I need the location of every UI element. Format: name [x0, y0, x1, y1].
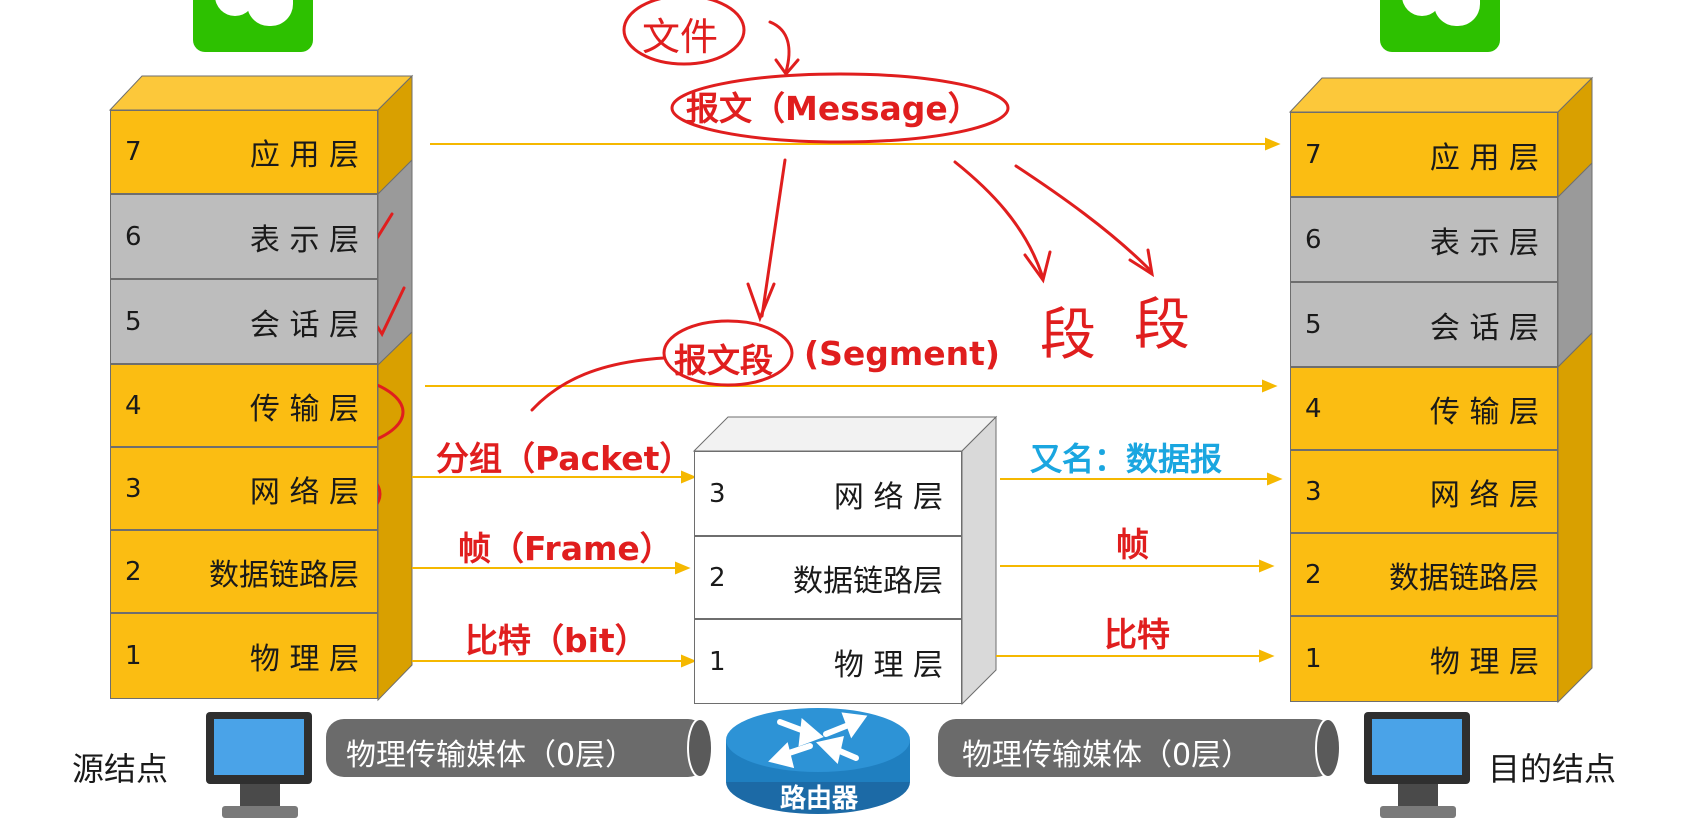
- layer-number: 2: [125, 556, 142, 587]
- layer-number: 7: [125, 137, 142, 167]
- layer-number: 3: [1305, 476, 1322, 507]
- destination-layer-1: 1 物 理 层: [1290, 616, 1558, 702]
- layer-number: 2: [1305, 559, 1322, 590]
- message-label: 报文（Message）: [686, 89, 981, 128]
- layer-name: 网 络 层: [1429, 477, 1539, 513]
- layer-number: 4: [1305, 393, 1322, 424]
- source-layer-2: 2 数据链路层: [110, 530, 378, 613]
- layer-number: 4: [125, 390, 142, 421]
- handwritten-segment-note-2: 段: [1134, 293, 1190, 358]
- layer-number: 1: [125, 641, 142, 671]
- layer-name: 传 输 层: [1429, 394, 1539, 430]
- physical-media-right-label: 物理传输媒体（0层）: [962, 738, 1252, 773]
- frame-label-right: 帧: [1116, 525, 1149, 564]
- router-layer-1: 1 物 理 层: [694, 619, 962, 704]
- packet-label: 分组（Packet）: [436, 439, 693, 478]
- source-layer-5: 5 会 话 层: [110, 279, 378, 364]
- layer-number: 6: [1305, 224, 1322, 255]
- layer-number: 1: [1305, 644, 1322, 674]
- destination-layer-6: 6 表 示 层: [1290, 197, 1558, 282]
- frame-label: 帧（Frame）: [458, 529, 673, 568]
- router-layer-3: 3 网 络 层: [694, 451, 962, 536]
- destination-node-label: 目的结点: [1488, 750, 1617, 788]
- destination-layer-5: 5 会 话 层: [1290, 282, 1558, 367]
- layer-name: 数据链路层: [209, 557, 359, 593]
- bit-label-right: 比特: [1104, 615, 1170, 654]
- wechat-logo-left: [193, 0, 313, 52]
- layer-number: 6: [125, 221, 142, 252]
- layer-name: 数据链路层: [1389, 560, 1539, 596]
- bit-label: 比特（bit）: [465, 621, 648, 660]
- destination-layer-7: 7 应 用 层: [1290, 112, 1558, 197]
- source-node-label: 源结点: [72, 750, 169, 788]
- layer-name: 网 络 层: [249, 474, 359, 510]
- layer-name: 表 示 层: [249, 222, 359, 258]
- layer-name: 物 理 层: [249, 642, 359, 677]
- handwritten-file-note: 文件: [642, 15, 719, 59]
- layer-number: 1: [709, 646, 726, 677]
- layer-number: 3: [709, 478, 726, 509]
- layer-name: 数据链路层: [793, 563, 943, 599]
- layer-name: 应 用 层: [249, 138, 359, 173]
- layer-name: 会 话 层: [1429, 310, 1539, 346]
- layer-name: 会 话 层: [249, 307, 359, 343]
- source-layer-6: 6 表 示 层: [110, 194, 378, 279]
- layer-name: 物 理 层: [1429, 645, 1539, 680]
- router-label: 路由器: [780, 784, 859, 814]
- layer-number: 5: [125, 306, 142, 337]
- destination-layer-4: 4 传 输 层: [1290, 367, 1558, 450]
- datagram-alias-label: 又名：数据报: [1030, 440, 1223, 478]
- segment-label-bold: 报文段: [674, 341, 773, 380]
- layer-number: 7: [1305, 139, 1322, 170]
- source-layer-1: 1 物 理 层: [110, 613, 378, 699]
- layer-number: 3: [125, 473, 142, 504]
- layer-number: 2: [709, 562, 726, 593]
- layer-name: 应 用 层: [1429, 140, 1539, 176]
- destination-layer-2: 2 数据链路层: [1290, 533, 1558, 616]
- layer-number: 5: [1305, 309, 1322, 340]
- source-layer-7: 7 应 用 层: [110, 110, 378, 194]
- layer-name: 物 理 层: [833, 647, 943, 683]
- layer-name: 传 输 层: [249, 391, 359, 427]
- physical-media-left-label: 物理传输媒体（0层）: [346, 738, 636, 773]
- wechat-logo-right: [1380, 0, 1500, 52]
- layer-name: 网 络 层: [833, 479, 943, 515]
- source-layer-4: 4 传 输 层: [110, 364, 378, 447]
- destination-layer-3: 3 网 络 层: [1290, 450, 1558, 533]
- source-layer-3: 3 网 络 层: [110, 447, 378, 530]
- layer-name: 表 示 层: [1429, 225, 1539, 261]
- router-layer-2: 2 数据链路层: [694, 536, 962, 619]
- handwritten-segment-note-1: 段: [1040, 303, 1096, 368]
- segment-label-rest: (Segment): [804, 334, 1000, 373]
